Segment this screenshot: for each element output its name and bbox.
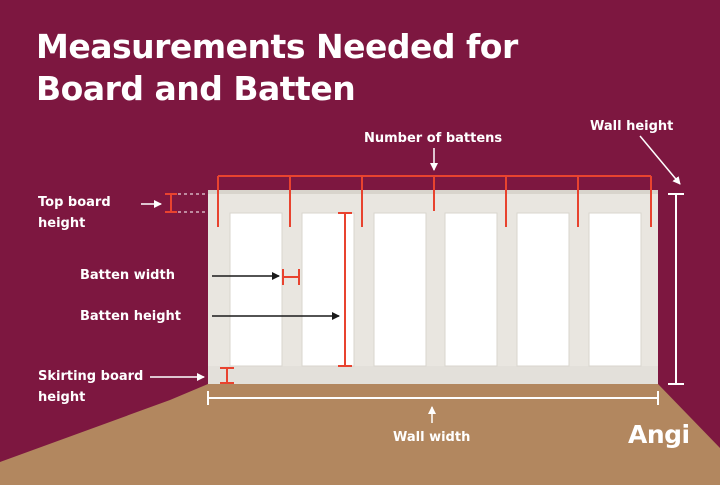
panel — [444, 212, 498, 367]
panel — [301, 212, 355, 367]
batten-width-label: Batten width — [80, 268, 175, 283]
batten-width-measure — [282, 269, 300, 285]
panel — [516, 212, 570, 367]
top-board-height-label: Top board height — [38, 192, 111, 234]
skirting-board-height-label-line-2: height — [38, 390, 86, 405]
panel — [373, 212, 427, 367]
floor — [0, 384, 720, 485]
wall-height-arrow — [639, 135, 681, 185]
top-board-height-label-line-2: height — [38, 216, 86, 231]
batten-height-measure — [338, 212, 352, 367]
page-title: Measurements Needed for Board and Batten — [36, 26, 518, 110]
skirting-board-height-measure — [220, 367, 234, 384]
wall-height-label: Wall height — [590, 119, 674, 134]
top-board-height-measure — [165, 193, 207, 213]
top-board-height-label-line-1: Top board — [38, 195, 111, 210]
wall-height-measure — [668, 193, 684, 385]
title-line-1: Measurements Needed for — [36, 27, 518, 66]
wall-width-label: Wall width — [393, 430, 471, 445]
skirting-board — [208, 366, 658, 384]
panel — [229, 212, 283, 367]
number-of-battens-label: Number of battens — [364, 131, 503, 146]
batten-height-label: Batten height — [80, 309, 182, 324]
title-line-2: Board and Batten — [36, 69, 356, 108]
panel — [588, 212, 642, 367]
battens-count-bracket — [217, 175, 652, 227]
brand-logo: Angi — [628, 420, 690, 449]
wall-width-measure — [207, 391, 659, 405]
skirting-board-height-label-line-1: Skirting board — [38, 369, 144, 384]
wall-frame — [208, 190, 658, 384]
skirting-board-height-label: Skirting board height — [38, 366, 143, 408]
